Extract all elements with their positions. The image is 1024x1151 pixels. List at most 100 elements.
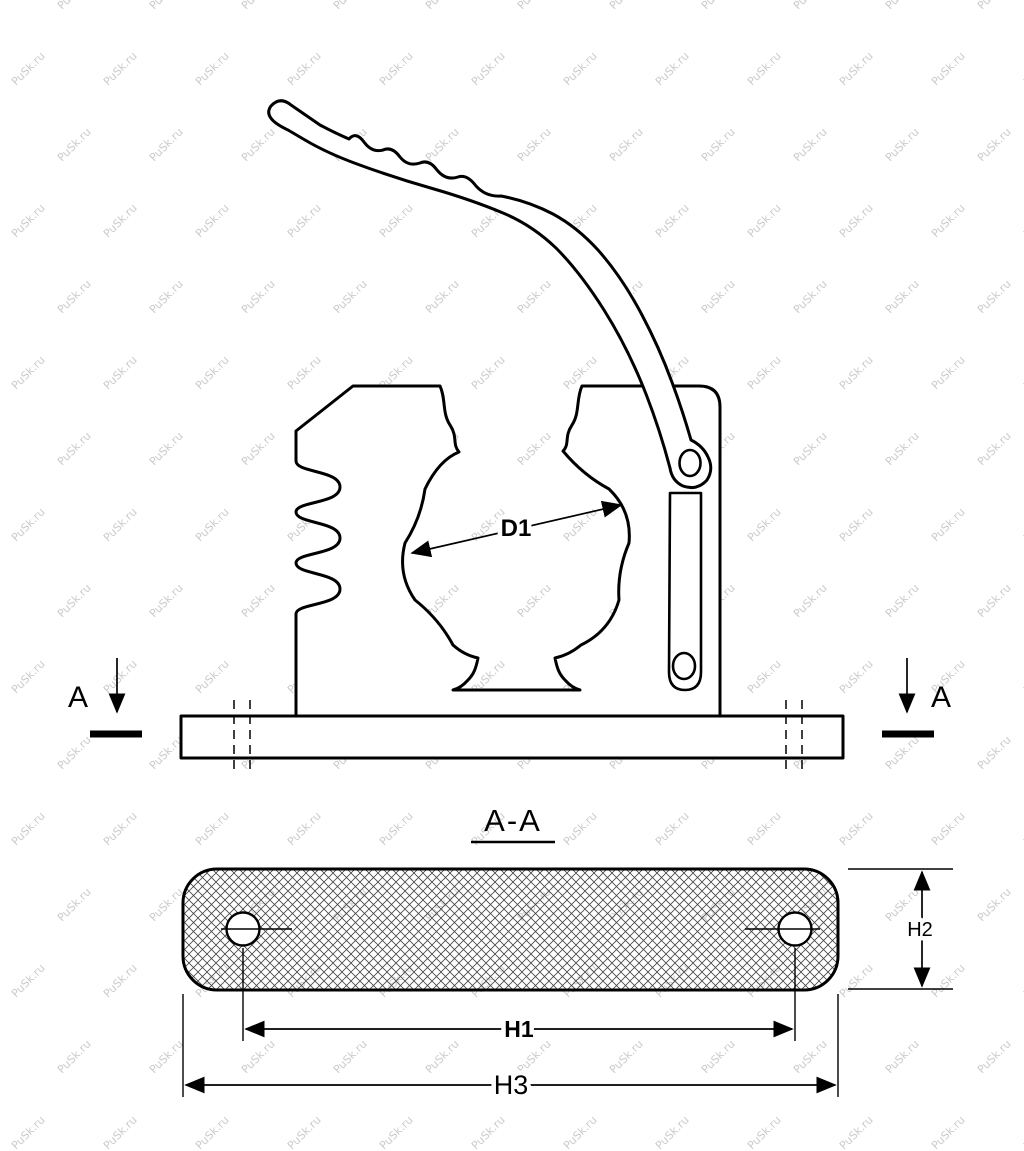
watermark-text: PuSk.ru xyxy=(561,809,600,848)
d1-label: D1 xyxy=(501,515,532,542)
watermark-text: PuSk.ru xyxy=(55,885,94,924)
watermark-text: PuSk.ru xyxy=(9,657,48,696)
watermark-text: PuSk.ru xyxy=(791,581,830,620)
watermark-text: PuSk.ru xyxy=(0,277,2,316)
lever-arm xyxy=(267,99,713,489)
watermark-text: PuSk.ru xyxy=(837,353,876,392)
watermark-text: PuSk.ru xyxy=(837,809,876,848)
watermark-text: PuSk.ru xyxy=(745,201,784,240)
watermark-text: PuSk.ru xyxy=(975,125,1014,164)
watermark-text: PuSk.ru xyxy=(331,277,370,316)
watermark-text: PuSk.ru xyxy=(331,1037,370,1076)
watermark-text: PuSk.ru xyxy=(423,277,462,316)
watermark-text: PuSk.ru xyxy=(745,1113,784,1151)
watermark-text: PuSk.ru xyxy=(239,581,278,620)
h3-dimension: H3 xyxy=(182,994,839,1105)
watermark-text: PuSk.ru xyxy=(745,505,784,544)
watermark-text: PuSk.ru xyxy=(837,961,876,1000)
watermark-text: PuSk.ru xyxy=(285,353,324,392)
latch-strap xyxy=(667,491,703,692)
watermark-text: PuSk.ru xyxy=(0,1037,2,1076)
h2-label: H2 xyxy=(907,919,933,941)
watermark-text: PuSk.ru xyxy=(699,125,738,164)
watermark-text: PuSk.ru xyxy=(837,49,876,88)
watermark-text: PuSk.ru xyxy=(699,0,738,12)
watermark-text: PuSk.ru xyxy=(561,49,600,88)
h2-dimension: H2 xyxy=(848,868,953,990)
watermark-text: PuSk.ru xyxy=(653,809,692,848)
watermark-text: PuSk.ru xyxy=(331,0,370,12)
watermark-text: PuSk.ru xyxy=(55,277,94,316)
watermark-text: PuSk.ru xyxy=(423,0,462,12)
watermark-text: PuSk.ru xyxy=(239,0,278,12)
watermark-text: PuSk.ru xyxy=(699,277,738,316)
watermark-text: PuSk.ru xyxy=(239,125,278,164)
watermark-text: PuSk.ru xyxy=(101,201,140,240)
watermark-text: PuSk.ru xyxy=(469,49,508,88)
watermark-text: PuSk.ru xyxy=(0,0,2,12)
watermark-text: PuSk.ru xyxy=(0,429,2,468)
watermark-text: PuSk.ru xyxy=(975,885,1014,924)
watermark-text: PuSk.ru xyxy=(9,201,48,240)
watermark-text: PuSk.ru xyxy=(101,353,140,392)
mounting-hole-hidden-lines-left xyxy=(233,700,251,770)
watermark-text: PuSk.ru xyxy=(239,1037,278,1076)
watermark-text: PuSk.ru xyxy=(9,1113,48,1151)
watermark-text: PuSk.ru xyxy=(285,201,324,240)
watermark-text: PuSk.ru xyxy=(147,429,186,468)
watermark-text: PuSk.ru xyxy=(745,657,784,696)
h1-dimension: H1 xyxy=(242,948,796,1047)
watermark-text: PuSk.ru xyxy=(975,1037,1014,1076)
watermark-text: PuSk.ru xyxy=(193,49,232,88)
mounting-hole-hidden-lines-right xyxy=(785,700,803,770)
watermark-text: PuSk.ru xyxy=(929,201,968,240)
watermark-text: PuSk.ru xyxy=(101,505,140,544)
watermark-text: PuSk.ru xyxy=(55,429,94,468)
watermark-text: PuSk.ru xyxy=(285,1113,324,1151)
watermark-text: PuSk.ru xyxy=(9,961,48,1000)
clamp-body xyxy=(294,384,722,718)
watermark-text: PuSk.ru xyxy=(975,277,1014,316)
watermark-text: PuSk.ru xyxy=(791,277,830,316)
hook-pin-hole xyxy=(678,448,702,478)
watermark-text: PuSk.ru xyxy=(377,1113,416,1151)
watermark-text: PuSk.ru xyxy=(745,353,784,392)
watermark-text: PuSk.ru xyxy=(147,0,186,12)
watermark-text: PuSk.ru xyxy=(653,1113,692,1151)
watermark-text: PuSk.ru xyxy=(975,429,1014,468)
watermark-text: PuSk.ru xyxy=(193,201,232,240)
watermark-text: PuSk.ru xyxy=(699,1037,738,1076)
watermark-text: PuSk.ru xyxy=(837,1113,876,1151)
watermark-text: PuSk.ru xyxy=(9,49,48,88)
watermark-text: PuSk.ru xyxy=(515,125,554,164)
watermark-text: PuSk.ru xyxy=(883,429,922,468)
watermark-text: PuSk.ru xyxy=(147,885,186,924)
watermark-text: PuSk.ru xyxy=(607,0,646,12)
watermark-text: PuSk.ru xyxy=(883,125,922,164)
watermark-text: PuSk.ru xyxy=(791,0,830,12)
watermark-text: PuSk.ru xyxy=(0,581,2,620)
watermark-text: PuSk.ru xyxy=(147,277,186,316)
watermark-text: PuSk.ru xyxy=(745,809,784,848)
watermark-text: PuSk.ru xyxy=(745,49,784,88)
watermark-text: PuSk.ru xyxy=(791,429,830,468)
watermark-text: PuSk.ru xyxy=(837,505,876,544)
watermark-text: PuSk.ru xyxy=(239,429,278,468)
watermark-text: PuSk.ru xyxy=(469,353,508,392)
watermark-text: PuSk.ru xyxy=(837,657,876,696)
clamp-base xyxy=(179,714,845,760)
d1-dimension: D1 xyxy=(410,500,623,558)
watermark-text: PuSk.ru xyxy=(515,581,554,620)
watermark-text: PuSk.ru xyxy=(101,961,140,1000)
watermark-text: PuSk.ru xyxy=(239,277,278,316)
watermark-text: PuSk.ru xyxy=(9,505,48,544)
h1-label: H1 xyxy=(504,1016,534,1042)
watermark-text: PuSk.ru xyxy=(883,0,922,12)
watermark-text: PuSk.ru xyxy=(55,1037,94,1076)
watermark-text: PuSk.ru xyxy=(883,733,922,772)
watermark-text: PuSk.ru xyxy=(193,1113,232,1151)
watermark-text: PuSk.ru xyxy=(101,657,140,696)
watermark-text: PuSk.ru xyxy=(653,49,692,88)
section-view: A-A H2 H1 H3 xyxy=(181,803,953,1105)
